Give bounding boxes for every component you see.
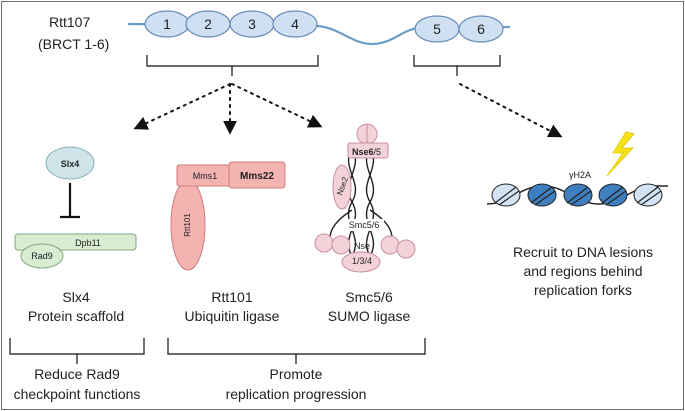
- rad9-label: Rad9: [31, 251, 53, 261]
- lightning-icon: [606, 131, 635, 177]
- brct-label-2: 2: [204, 16, 212, 32]
- rtt101-subtitle: Ubiquitin ligase: [185, 308, 280, 324]
- slx4-protein-label: Slx4: [61, 159, 80, 169]
- brct-label-1: 1: [163, 16, 171, 32]
- smc56-subtitle: SUMO ligase: [328, 308, 411, 324]
- smc56-label-bg: [344, 219, 384, 231]
- slx4-subtitle: Protein scaffold: [28, 308, 124, 324]
- nse6-name: Nse6: [352, 147, 374, 157]
- protein-name: Rtt107: [49, 14, 90, 30]
- nse-label-line1: Nse: [354, 241, 370, 251]
- dna-outcome-line1: Recruit to DNA lesions: [513, 244, 653, 260]
- bracket-promote: [167, 338, 426, 364]
- bracket-brct-1-4: [146, 55, 319, 76]
- brct-domain-4: 4: [272, 10, 318, 38]
- nse6-label: Nse6/5: [352, 147, 381, 157]
- smc56-title: Smc5/6: [345, 289, 393, 305]
- brct-label-5: 5: [433, 21, 441, 37]
- brct-label-4: 4: [291, 16, 299, 32]
- dna-outcome-line3: replication forks: [534, 282, 632, 298]
- smc56-inner-label: Smc5/6: [349, 220, 380, 230]
- nucleosome-4: [598, 183, 628, 207]
- brct-domain-6: 6: [458, 15, 504, 43]
- mms1-label: Mms1: [193, 171, 218, 181]
- rtt101-title: Rtt101: [211, 289, 252, 305]
- brct-domain-1: 1: [144, 10, 190, 38]
- brct-domain-3: 3: [229, 10, 275, 38]
- slx4-protein: [45, 146, 95, 180]
- smc56-complex: [314, 123, 416, 273]
- inhibition-symbol: [60, 183, 80, 219]
- arrow-to-slx4: [133, 83, 231, 130]
- nse5-suffix: /5: [374, 147, 382, 157]
- rtt101-label: Rtt101: [183, 213, 192, 237]
- nucleosome-1: [491, 183, 521, 207]
- dpb11-label: Dpb11: [75, 238, 101, 248]
- bracket-brct-5-6: [413, 55, 501, 76]
- arrow-to-dna: [459, 83, 563, 138]
- outcome-reduce-line2: checkpoint functions: [14, 386, 141, 402]
- brct-label-6: 6: [477, 21, 485, 37]
- nucleosome-3: [563, 183, 593, 207]
- nucleosome-2: [527, 183, 557, 207]
- brct-domain-2: 2: [185, 10, 231, 38]
- outcome-reduce-line1: Reduce Rad9: [34, 366, 120, 382]
- gamma-h2a-label: γH2A: [569, 170, 591, 180]
- protein-backbone: [127, 22, 511, 46]
- nse-label-line2: 1/3/4: [352, 256, 372, 266]
- outcome-promote-line1: Promote: [270, 366, 323, 382]
- dna-outcome-line2: and regions behind: [523, 263, 642, 279]
- brct-label-3: 3: [248, 16, 256, 32]
- slx4-title: Slx4: [62, 289, 89, 305]
- brct-domain-5: 5: [414, 15, 460, 43]
- interaction-arrows: [133, 83, 563, 138]
- arrow-to-smc56: [231, 83, 323, 128]
- bracket-reduce: [9, 338, 145, 364]
- mms22-protein: [228, 161, 286, 189]
- mms22-label: Mms22: [240, 171, 274, 182]
- outcome-promote-line2: replication progression: [226, 386, 367, 402]
- nucleosome-5: [633, 183, 663, 207]
- protein-domains: (BRCT 1-6): [38, 36, 109, 52]
- dna-lesion-scene: [486, 131, 668, 207]
- rad9-protein: [20, 243, 64, 269]
